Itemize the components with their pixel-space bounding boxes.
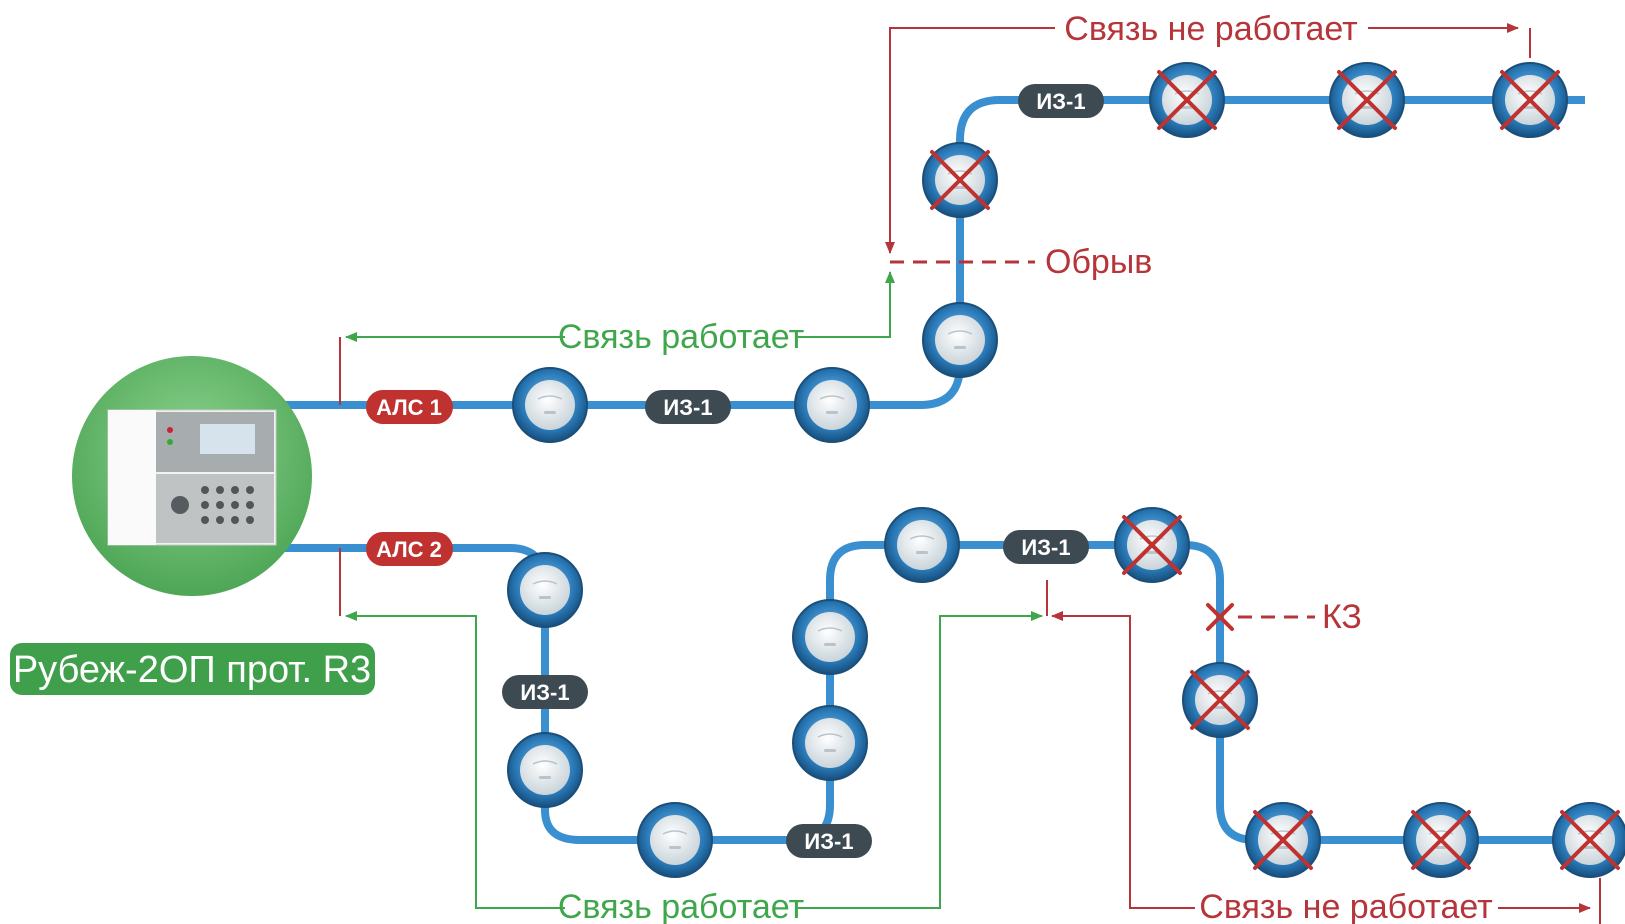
- als1-badge: АЛС 1: [366, 390, 453, 424]
- svg-text:АЛС 1: АЛС 1: [376, 395, 442, 420]
- svg-text:Связь не работает: Связь не работает: [1064, 10, 1357, 48]
- svg-text:ИЗ-1: ИЗ-1: [804, 829, 853, 854]
- svg-text:АЛС 2: АЛС 2: [376, 537, 442, 562]
- detector-failed-icon: [922, 62, 1625, 878]
- als2-badge: АЛС 2: [366, 532, 453, 566]
- isolator-als1-2: ИЗ-1: [1018, 84, 1104, 118]
- break-marker: Обрыв: [890, 243, 1152, 281]
- svg-text:ИЗ-1: ИЗ-1: [663, 395, 712, 420]
- short-circuit-marker: КЗ: [1206, 598, 1362, 636]
- panel-name: Рубеж-2ОП прот. R3: [13, 649, 371, 691]
- als1-line: [283, 96, 1585, 409]
- svg-text:ИЗ-1: ИЗ-1: [1036, 89, 1085, 114]
- control-panel-device-icon: [107, 409, 277, 546]
- svg-text:Связь не работает: Связь не работает: [1199, 888, 1492, 924]
- isolator-als1-1: ИЗ-1: [645, 390, 731, 424]
- control-panel: Рубеж-2ОП прот. R3: [10, 356, 375, 695]
- status-bottom-not-working: Связь не работает: [1046, 580, 1601, 924]
- status-als2-working: Связь работает: [339, 548, 1043, 924]
- svg-text:ИЗ-1: ИЗ-1: [520, 680, 569, 705]
- panel-name-badge: [10, 643, 375, 695]
- status-als1-working: Связь работает: [339, 271, 895, 405]
- svg-text:Связь работает: Связь работает: [558, 318, 804, 356]
- svg-text:Связь работает: Связь работает: [558, 888, 804, 924]
- detector-working-icon: [507, 302, 998, 878]
- short-circuit-label: КЗ: [1322, 598, 1362, 636]
- als2-line: [283, 541, 1625, 844]
- isolator-als2-3: ИЗ-1: [1003, 530, 1089, 564]
- isolator-als2-2: ИЗ-1: [786, 824, 872, 858]
- break-label: Обрыв: [1045, 243, 1152, 281]
- status-top-not-working: Связь не работает: [885, 10, 1531, 254]
- isolator-als2-1: ИЗ-1: [502, 675, 588, 709]
- svg-text:ИЗ-1: ИЗ-1: [1021, 535, 1070, 560]
